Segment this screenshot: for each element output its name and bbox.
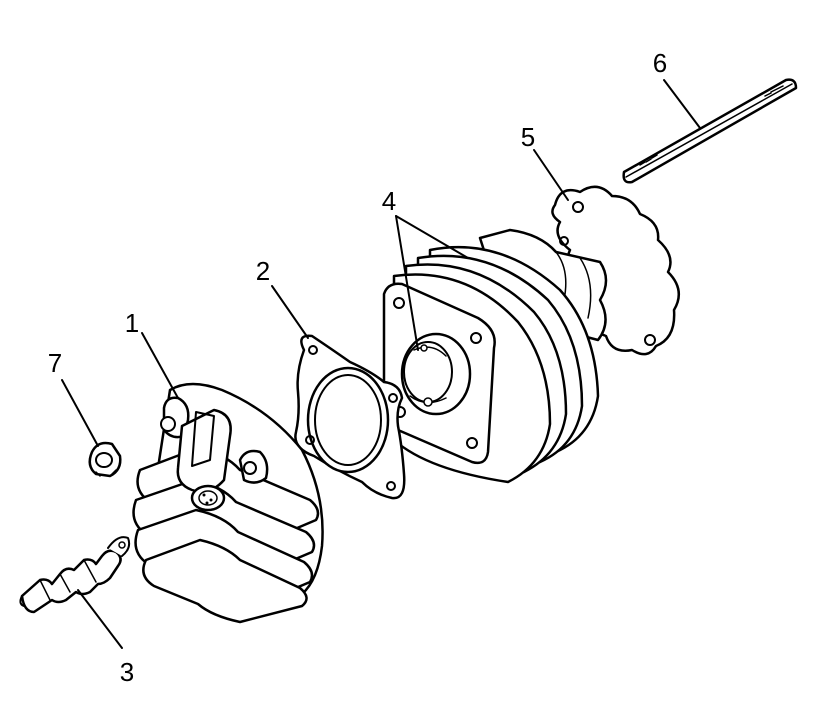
leader-line-5: [533, 149, 569, 201]
leader-line-6: [663, 79, 701, 129]
cap-nut: [88, 441, 122, 478]
callout-label-5: 5: [521, 122, 535, 152]
head-gasket: [294, 334, 406, 500]
leader-line-4a: [395, 215, 419, 351]
leader-line-2: [271, 285, 309, 339]
callout-label-2: 2: [256, 256, 270, 286]
cylinder-head: [132, 382, 324, 624]
stud-bolt: [622, 78, 798, 184]
leader-line-4b: [395, 215, 469, 259]
callout-label-7: 7: [48, 348, 62, 378]
spark-plug: [19, 536, 131, 614]
leader-lines: [61, 79, 701, 649]
callout-label-4: 4: [382, 186, 396, 216]
callout-label-6: 6: [653, 48, 667, 78]
callout-labels: 1 2 3 4 5 6 7: [48, 48, 667, 687]
leader-line-3: [77, 589, 123, 649]
leader-line-7: [61, 379, 99, 447]
leader-line-1: [141, 332, 179, 399]
cylinder: [382, 228, 608, 484]
callout-label-1: 1: [125, 308, 139, 338]
callout-label-3: 3: [120, 657, 134, 687]
